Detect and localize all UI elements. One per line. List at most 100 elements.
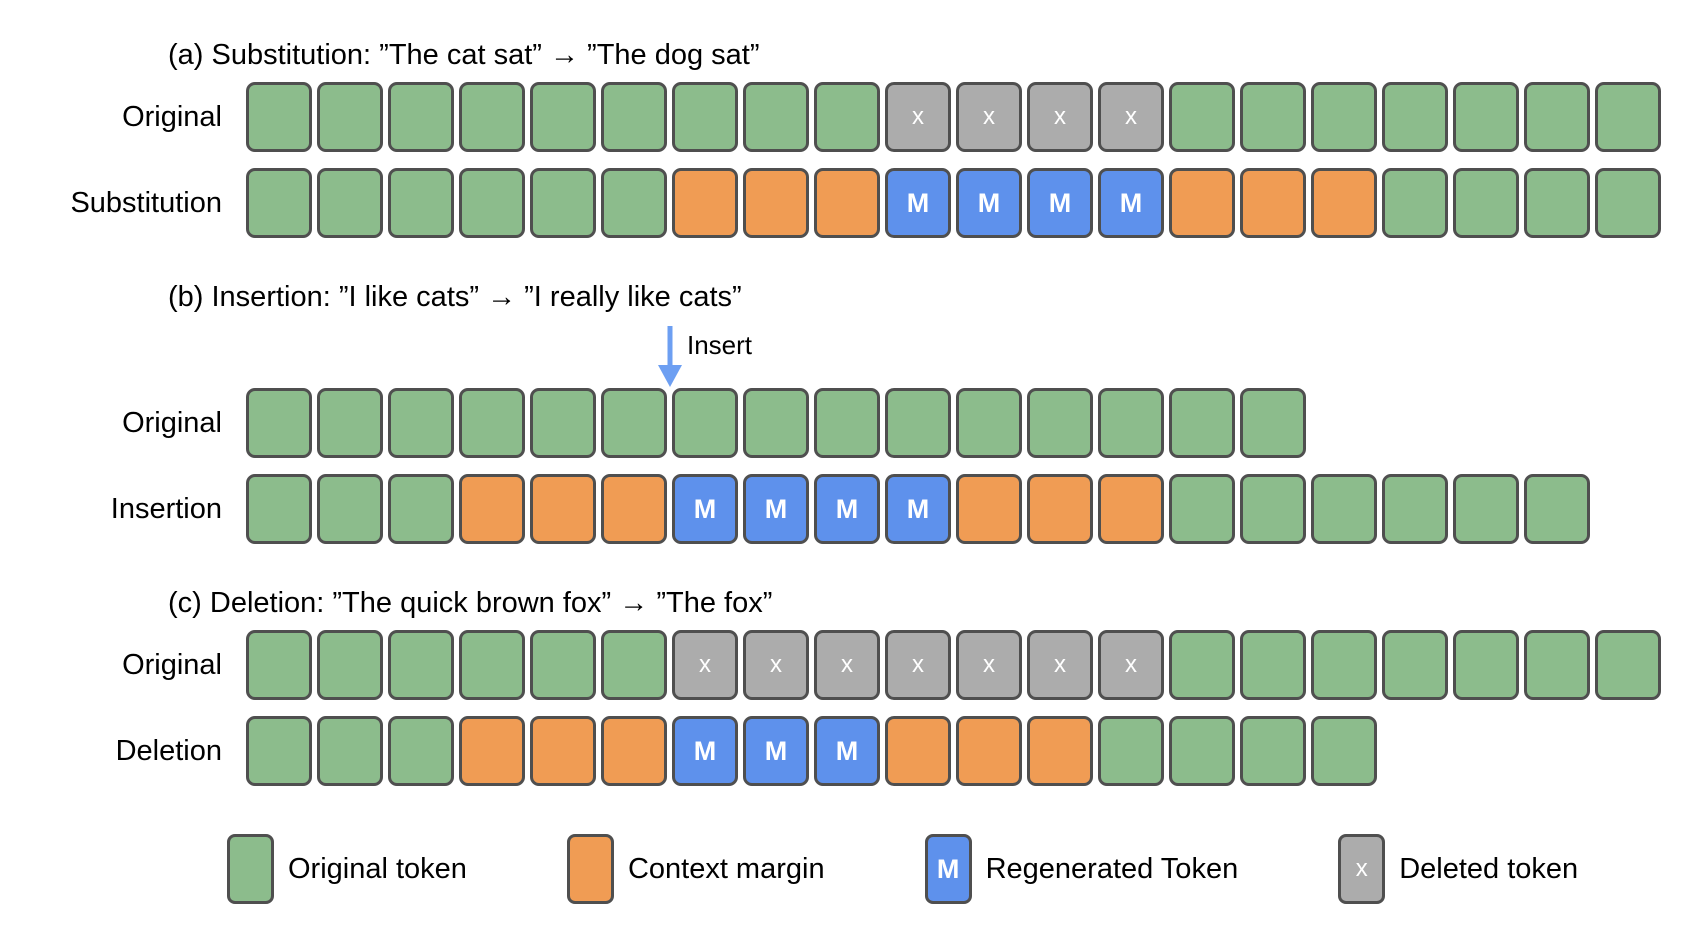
token-original — [246, 630, 312, 700]
token-original — [1524, 168, 1590, 238]
token-original — [246, 474, 312, 544]
token-context — [1098, 474, 1164, 544]
token-regenerated: M — [743, 716, 809, 786]
token-context — [1027, 716, 1093, 786]
token-glyph: x — [912, 103, 924, 130]
token-original — [317, 716, 383, 786]
token-original — [1240, 82, 1306, 152]
token-context — [672, 168, 738, 238]
token-original — [1027, 388, 1093, 458]
token-glyph: x — [1054, 103, 1066, 130]
token-original — [1311, 716, 1377, 786]
tokens-strip — [246, 388, 1306, 458]
token-regenerated: M — [1098, 168, 1164, 238]
token-context — [1169, 168, 1235, 238]
token-original — [601, 630, 667, 700]
legend-swatch-glyph: M — [936, 853, 960, 884]
token-original — [1169, 474, 1235, 544]
token-original — [1382, 168, 1448, 238]
token-original — [601, 168, 667, 238]
token-deleted: x — [885, 630, 951, 700]
token-original — [1453, 474, 1519, 544]
token-original — [530, 630, 596, 700]
legend-label: Original token — [288, 852, 467, 885]
token-original — [388, 474, 454, 544]
token-deleted: x — [672, 630, 738, 700]
token-original — [1169, 82, 1235, 152]
legend-label: Regenerated Token — [985, 852, 1239, 885]
insert-annotation: Insert — [655, 324, 752, 388]
token-original — [956, 388, 1022, 458]
token-glyph: x — [770, 651, 782, 678]
token-context — [1027, 474, 1093, 544]
legend-swatch-regenerated: M — [924, 834, 972, 904]
token-original — [1311, 474, 1377, 544]
token-original — [388, 388, 454, 458]
token-context — [1240, 168, 1306, 238]
token-deleted: x — [743, 630, 809, 700]
section-title-b: (b) Insertion: ”I like cats” → ”I really… — [168, 281, 742, 313]
token-original — [1240, 474, 1306, 544]
token-original — [1169, 388, 1235, 458]
token-context — [601, 716, 667, 786]
token-original — [246, 388, 312, 458]
token-original — [1169, 716, 1235, 786]
token-original — [1098, 388, 1164, 458]
legend-swatch-context — [566, 834, 614, 904]
token-original — [388, 82, 454, 152]
token-glyph: M — [977, 187, 1001, 218]
token-original — [317, 630, 383, 700]
token-glyph: x — [841, 651, 853, 678]
token-original — [317, 168, 383, 238]
sections: (a) Substitution: ”The cat sat” → ”The d… — [0, 38, 1704, 786]
token-regenerated: M — [956, 168, 1022, 238]
token-original — [388, 630, 454, 700]
legend-swatch-glyph: x — [1355, 855, 1368, 882]
insert-arrow-label: Insert — [687, 330, 753, 360]
token-glyph: M — [764, 735, 788, 766]
token-regenerated: M — [1027, 168, 1093, 238]
token-context — [956, 474, 1022, 544]
token-original — [885, 388, 951, 458]
token-original — [1382, 474, 1448, 544]
token-deleted: x — [885, 82, 951, 152]
token-glyph: x — [983, 103, 995, 130]
token-context — [885, 716, 951, 786]
legend-swatch-original — [227, 834, 274, 904]
token-glyph: x — [1125, 651, 1137, 678]
token-original — [317, 388, 383, 458]
token-original — [1240, 388, 1306, 458]
token-deleted: x — [1027, 630, 1093, 700]
token-original — [530, 168, 596, 238]
token-glyph: M — [693, 493, 717, 524]
token-glyph: x — [983, 651, 995, 678]
insert-annotation-layer: Insert — [0, 324, 1704, 388]
token-deleted: x — [1027, 82, 1093, 152]
token-regenerated: M — [885, 168, 951, 238]
token-original — [1240, 630, 1306, 700]
token-context — [814, 168, 880, 238]
token-original — [743, 388, 809, 458]
token-original — [1382, 630, 1448, 700]
token-original — [459, 168, 525, 238]
token-regenerated: M — [672, 716, 738, 786]
token-context — [459, 474, 525, 544]
token-original — [317, 474, 383, 544]
legend-item-original: Original token — [227, 834, 467, 904]
token-glyph: M — [835, 735, 859, 766]
token-glyph: x — [699, 651, 711, 678]
token-context — [530, 474, 596, 544]
token-glyph: M — [693, 735, 717, 766]
token-original — [1595, 630, 1661, 700]
token-context — [743, 168, 809, 238]
